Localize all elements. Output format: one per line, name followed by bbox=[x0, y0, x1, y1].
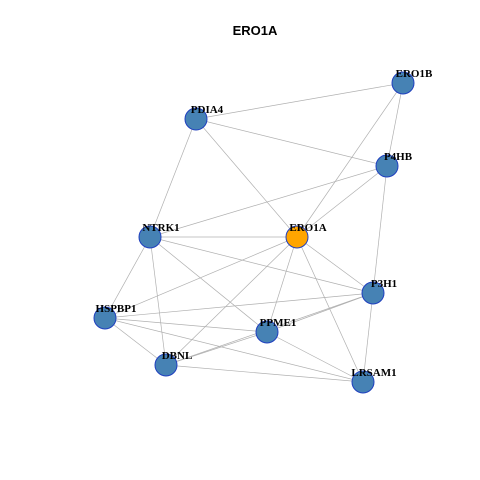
edge-pdia4-ero1a bbox=[195, 118, 298, 238]
edge-pdia4-ero1b bbox=[195, 82, 404, 120]
edge-ero1a-lrsam1 bbox=[296, 236, 364, 383]
edge-ero1b-p4hb bbox=[386, 82, 404, 167]
node-circle bbox=[93, 306, 117, 330]
edge-pdia4-ntrk1 bbox=[149, 118, 197, 238]
node-p3h1: P3H1 bbox=[361, 278, 397, 305]
node-ppme1: PPME1 bbox=[255, 317, 297, 344]
node-pdia4: PDIA4 bbox=[184, 104, 224, 131]
node-dbnl: DBNL bbox=[154, 350, 193, 377]
edge-p3h1-lrsam1 bbox=[362, 292, 374, 383]
edge-hspbp1-ppme1 bbox=[104, 317, 268, 333]
edge-p4hb-ero1a bbox=[296, 165, 388, 238]
node-label: ERO1A bbox=[289, 222, 326, 234]
edge-ppme1-dbnl bbox=[165, 331, 268, 366]
node-circle bbox=[154, 353, 178, 377]
node-ero1a: ERO1A bbox=[285, 222, 327, 249]
node-label: NTRK1 bbox=[142, 222, 179, 234]
node-circle bbox=[361, 281, 385, 305]
node-circle bbox=[138, 225, 162, 249]
node-label: PDIA4 bbox=[191, 104, 224, 116]
node-circle bbox=[255, 320, 279, 344]
node-hspbp1: HSPBP1 bbox=[93, 303, 137, 330]
edge-hspbp1-p3h1 bbox=[104, 292, 374, 319]
edge-p4hb-ntrk1 bbox=[149, 165, 388, 238]
node-label: P3H1 bbox=[371, 278, 397, 290]
edge-hspbp1-dbnl bbox=[104, 317, 167, 366]
diagram-title: ERO1A bbox=[233, 23, 278, 38]
node-ero1b: ERO1B bbox=[391, 68, 433, 95]
edge-ero1a-p3h1 bbox=[296, 236, 374, 294]
edge-ntrk1-p3h1 bbox=[149, 236, 374, 294]
edge-p4hb-p3h1 bbox=[372, 165, 388, 294]
edge-hspbp1-lrsam1 bbox=[104, 317, 364, 383]
edge-ero1a-dbnl bbox=[165, 236, 298, 366]
edge-ero1b-ero1a bbox=[296, 82, 404, 238]
edge-pdia4-p4hb bbox=[195, 118, 388, 167]
node-label: HSPBP1 bbox=[96, 303, 137, 315]
node-circle bbox=[184, 107, 208, 131]
node-circle bbox=[351, 370, 375, 394]
node-p4hb: P4HB bbox=[375, 151, 413, 178]
node-label: P4HB bbox=[384, 151, 413, 163]
node-ntrk1: NTRK1 bbox=[138, 222, 180, 249]
node-circle bbox=[391, 71, 415, 95]
edge-dbnl-lrsam1 bbox=[165, 364, 364, 383]
node-label: PPME1 bbox=[260, 317, 297, 329]
edge-ntrk1-dbnl bbox=[149, 236, 167, 366]
edge-ppme1-lrsam1 bbox=[266, 331, 364, 383]
node-label: ERO1B bbox=[396, 68, 433, 80]
node-label: LRSAM1 bbox=[351, 367, 396, 379]
node-label: DBNL bbox=[162, 350, 193, 362]
node-circle bbox=[285, 225, 309, 249]
edge-ero1a-hspbp1 bbox=[104, 236, 298, 319]
node-lrsam1: LRSAM1 bbox=[351, 367, 397, 394]
edge-ntrk1-ppme1 bbox=[149, 236, 268, 333]
edge-ero1a-ppme1 bbox=[266, 236, 298, 333]
node-circle bbox=[375, 154, 399, 178]
edge-ntrk1-hspbp1 bbox=[104, 236, 151, 319]
